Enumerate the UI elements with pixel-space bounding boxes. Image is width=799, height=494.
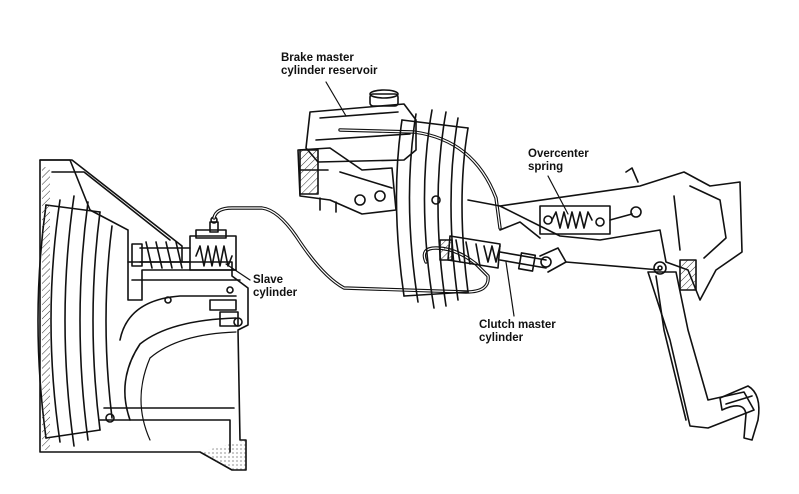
label-line: cylinder [479, 332, 524, 344]
slave-cylinder-drawing [131, 216, 237, 271]
pedal-assembly-drawing [499, 167, 760, 441]
label-line: cylinder reservoir [281, 65, 378, 77]
leader-lines [225, 81, 569, 317]
label-line: Overcenter [528, 148, 589, 160]
leader-slave [225, 263, 251, 281]
label-brake-master-cylinder-reservoir: Brake master cylinder reservoir [281, 52, 378, 78]
leader-reservoir [325, 81, 347, 117]
leader-clutch-master [505, 261, 515, 317]
leader-overcenter [547, 175, 569, 215]
label-overcenter-spring: Overcenter spring [528, 148, 589, 174]
clutch-master-cylinder-drawing [439, 221, 567, 273]
transmission-bell-housing [37, 159, 249, 471]
brake-booster-drawing [395, 109, 501, 309]
label-clutch-master-cylinder: Clutch master cylinder [479, 319, 556, 345]
label-line: Clutch master [479, 319, 556, 331]
label-slave-cylinder: Slave cylinder [253, 274, 297, 300]
label-line: spring [528, 161, 564, 173]
label-line: Slave [253, 274, 284, 286]
label-line: cylinder [253, 287, 298, 299]
label-line: Brake master [281, 52, 354, 64]
brake-master-cylinder-drawing [297, 89, 417, 215]
